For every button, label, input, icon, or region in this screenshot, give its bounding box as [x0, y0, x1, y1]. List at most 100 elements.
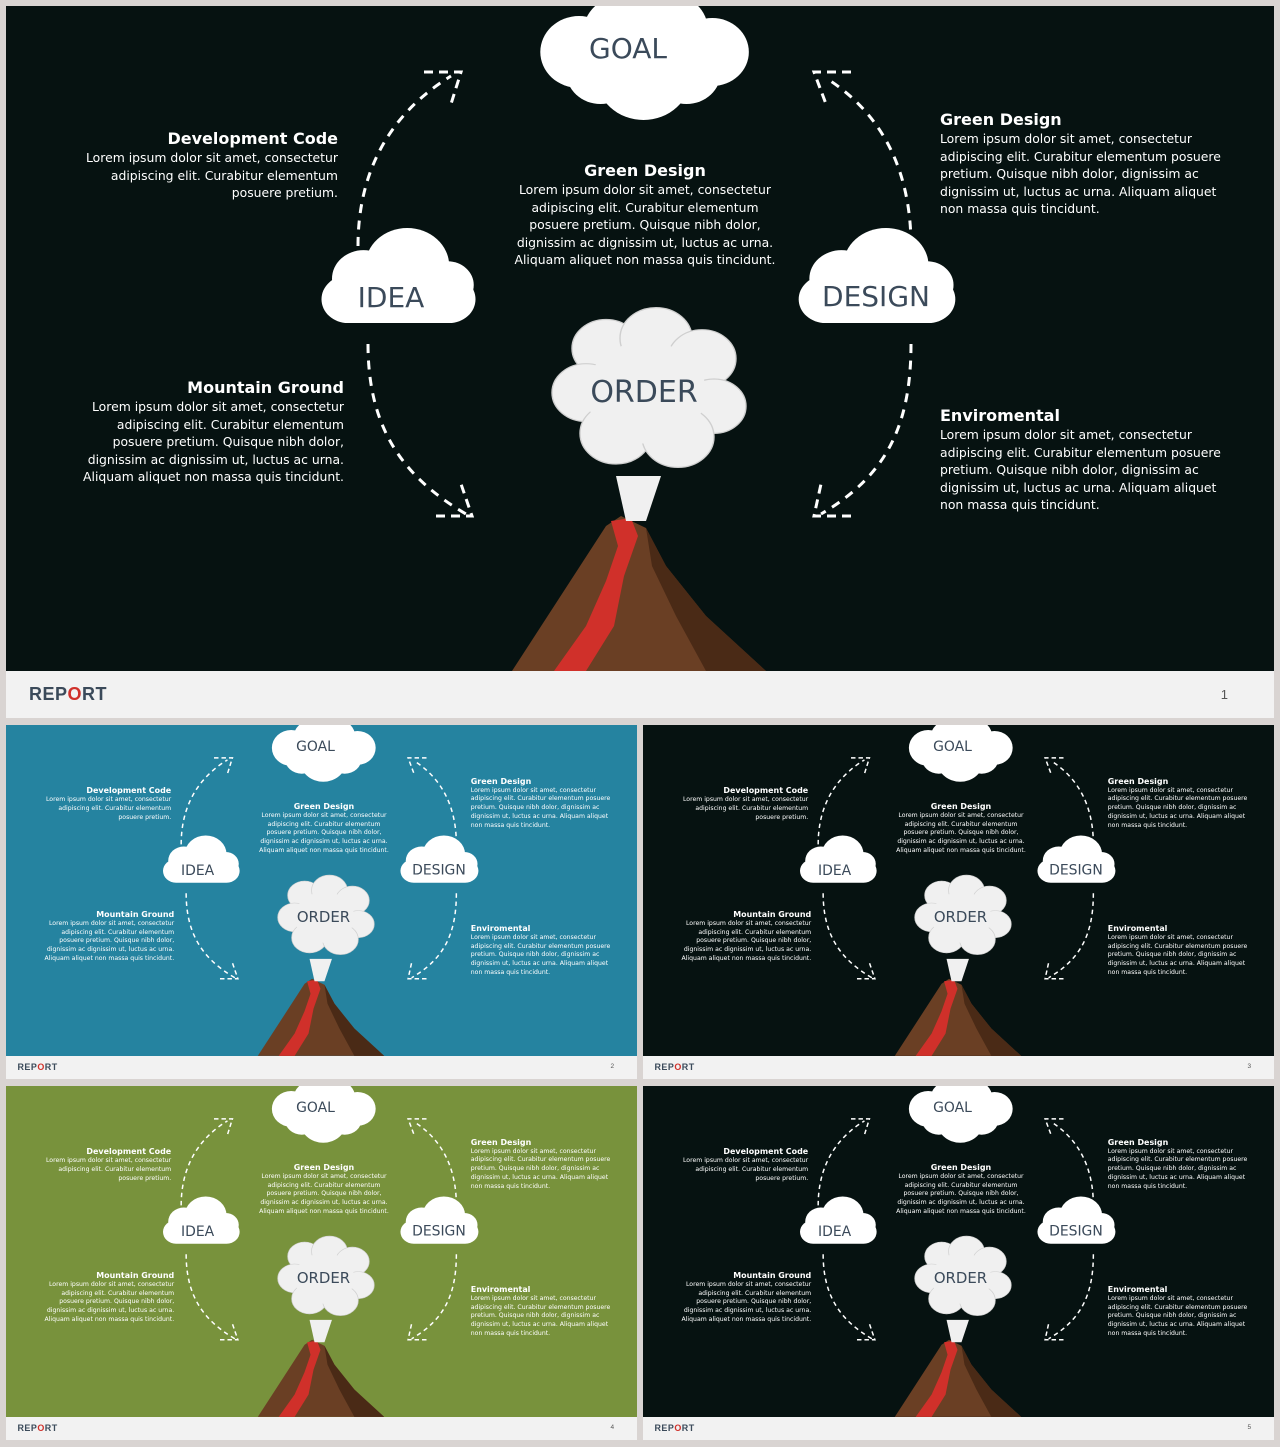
green-design-right-block-body: Lorem ipsum dolor sit amet, consectetur … — [940, 131, 1221, 216]
design-label: DESIGN — [822, 280, 930, 313]
idea-label: IDEA — [181, 863, 215, 879]
page-number: 1 — [1220, 686, 1228, 702]
enviromental-block-body: Lorem ipsum dolor sit amet, consectetur … — [940, 427, 1221, 512]
development-code-block-title: Development Code — [86, 786, 172, 796]
mountain-ground-block-title: Mountain Ground — [733, 910, 812, 920]
goal-label: GOAL — [589, 32, 667, 65]
mountain-ground-block-body: Lorem ipsum dolor sit amet, consectetur … — [44, 920, 175, 962]
green-design-center-block-body: Lorem ipsum dolor sit amet, consectetur … — [896, 1173, 1026, 1215]
diagram-art: GOAL IDEA DESIGN ORDER — [163, 1086, 479, 1417]
mountain-ground-block-body: Lorem ipsum dolor sit amet, consectetur … — [83, 399, 344, 484]
green-design-center-block-body: Lorem ipsum dolor sit amet, consectetur … — [514, 182, 776, 267]
enviromental-block-body: Lorem ipsum dolor sit amet, consectetur … — [470, 1295, 611, 1337]
order-label: ORDER — [590, 375, 697, 410]
slide-footer: REPORT 4 — [6, 1416, 637, 1440]
idea-label: IDEA — [358, 281, 425, 314]
diagram-art: GOAL IDEA DESIGN ORDER — [800, 1086, 1116, 1417]
green-design-right-block-title: Green Design — [1107, 776, 1169, 786]
mountain-ground-block-title: Mountain Ground — [733, 1271, 812, 1281]
order-label: ORDER — [934, 908, 987, 926]
diagram-art: GOAL IDEA DESIGN ORDER — [163, 725, 479, 1056]
green-design-right-block-title: Green Design — [470, 776, 532, 786]
brand-logo: REPORT — [654, 1061, 695, 1072]
volcano-mountain — [258, 978, 384, 1056]
enviromental-block-title: Enviromental — [940, 406, 1060, 425]
development-code-block-title: Development Code — [723, 786, 809, 796]
design-label: DESIGN — [412, 1223, 466, 1239]
mountain-ground-block-title: Mountain Ground — [96, 910, 175, 920]
green-design-right-block-body: Lorem ipsum dolor sit amet, consectetur … — [470, 786, 611, 829]
green-design-right-block-body: Lorem ipsum dolor sit amet, consectetur … — [1107, 1147, 1248, 1190]
order-label: ORDER — [297, 908, 350, 926]
page-number: 4 — [610, 1424, 615, 1432]
green-design-right-block-title: Green Design — [470, 1137, 532, 1147]
development-code-block-body: Lorem ipsum dolor sit amet, consectetur … — [45, 796, 172, 821]
development-code-block-body: Lorem ipsum dolor sit amet, consectetur … — [45, 1157, 172, 1182]
page-number: 3 — [1247, 1063, 1252, 1071]
idea-label: IDEA — [181, 1224, 215, 1240]
green-design-right-block-title: Green Design — [940, 110, 1062, 129]
mountain-ground-block-body: Lorem ipsum dolor sit amet, consectetur … — [681, 1281, 812, 1323]
volcano-mountain — [895, 978, 1021, 1056]
goal-label: GOAL — [296, 1100, 335, 1116]
volcano-mountain — [258, 1339, 384, 1417]
slide-footer: REPORT 3 — [643, 1055, 1274, 1079]
enviromental-block-title: Enviromental — [1107, 924, 1168, 934]
mountain-ground-block-body: Lorem ipsum dolor sit amet, consectetur … — [681, 920, 812, 962]
volcano-mountain — [512, 516, 766, 671]
green-design-right-block-body: Lorem ipsum dolor sit amet, consectetur … — [470, 1147, 611, 1190]
goal-label: GOAL — [296, 739, 335, 755]
mountain-ground-block-body: Lorem ipsum dolor sit amet, consectetur … — [44, 1281, 175, 1323]
idea-label: IDEA — [818, 863, 852, 879]
brand-logo: REPORT — [17, 1061, 58, 1072]
enviromental-block-title: Enviromental — [470, 1285, 531, 1295]
brand-logo: REPORT — [17, 1422, 58, 1433]
order-label: ORDER — [297, 1269, 350, 1287]
green-design-center-block-body: Lorem ipsum dolor sit amet, consectetur … — [259, 1173, 389, 1215]
page-number: 5 — [1247, 1424, 1252, 1432]
diagram-art: GOAL IDEA DESIGN ORDER — [321, 6, 956, 671]
goal-label: GOAL — [933, 1100, 972, 1116]
idea-label: IDEA — [818, 1224, 852, 1240]
order-label: ORDER — [934, 1269, 987, 1287]
development-code-block-body: Lorem ipsum dolor sit amet, consectetur … — [682, 1157, 809, 1182]
development-code-block-body: Lorem ipsum dolor sit amet, consectetur … — [682, 796, 809, 821]
mountain-ground-block-title: Mountain Ground — [187, 378, 344, 397]
green-design-center-block-title: Green Design — [293, 1163, 355, 1173]
green-design-center-block-title: Green Design — [930, 802, 992, 812]
green-design-right-block-title: Green Design — [1107, 1137, 1169, 1147]
slide-footer: REPORT 1 — [6, 671, 1274, 718]
enviromental-block-title: Enviromental — [1107, 1285, 1168, 1295]
design-label: DESIGN — [1049, 1223, 1103, 1239]
development-code-block-title: Development Code — [167, 129, 338, 148]
brand-logo: REPORT — [29, 683, 108, 704]
design-label: DESIGN — [412, 862, 466, 878]
enviromental-block-body: Lorem ipsum dolor sit amet, consectetur … — [1107, 1295, 1248, 1337]
green-design-center-block-title: Green Design — [293, 802, 355, 812]
